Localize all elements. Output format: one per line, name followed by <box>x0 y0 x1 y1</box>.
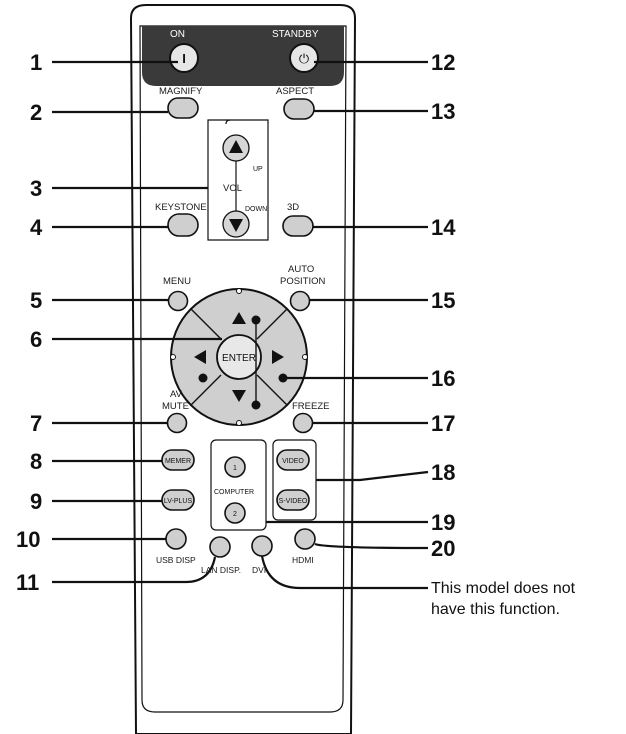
dpad-down-arrow-icon[interactable] <box>232 390 246 402</box>
enter-button[interactable] <box>216 334 262 380</box>
freeze-label: FREEZE <box>292 401 329 412</box>
volume-up-button[interactable] <box>222 134 250 162</box>
callout-20: 20 <box>431 536 455 561</box>
callout-16: 16 <box>431 366 455 391</box>
s-video-label: S-VIDEO <box>279 498 308 505</box>
vol-arc <box>225 119 231 125</box>
menu-label: MENU <box>163 276 191 287</box>
vol-label: VOL <box>223 183 242 194</box>
dpad-dot-left <box>198 373 208 383</box>
position-label: POSITION <box>280 276 326 287</box>
lan-disp-label: LAN DISP. <box>201 565 241 575</box>
top-band <box>142 26 344 86</box>
auto-label: AUTO <box>288 264 314 275</box>
volume-bracket <box>207 119 269 241</box>
computer-1-label: 1 <box>233 465 237 472</box>
dvi-label: DVI <box>252 565 266 575</box>
aspect-button[interactable] <box>283 98 315 120</box>
computer-2-label: 2 <box>233 511 237 518</box>
callout-17: 17 <box>431 411 455 436</box>
on-symbol: I <box>182 51 186 66</box>
hdmi-button[interactable] <box>294 528 316 550</box>
callout-12: 12 <box>431 50 455 75</box>
keystone-label: KEYSTONE <box>155 202 207 213</box>
standby-label: STANDBY <box>272 29 319 40</box>
three-d-label: 3D <box>287 202 299 213</box>
usb-disp-button[interactable] <box>165 528 187 550</box>
callout-lines <box>52 60 429 590</box>
s-video-button[interactable] <box>276 489 310 511</box>
on-button[interactable]: I <box>169 43 199 73</box>
lan-disp-button[interactable] <box>209 536 231 558</box>
callout-14: 14 <box>431 215 456 240</box>
callout-11: 11 <box>16 570 39 595</box>
hdmi-label: HDMI <box>292 555 314 565</box>
up-label: UP <box>253 166 263 173</box>
power-icon: ⏻ <box>299 52 309 67</box>
three-d-button[interactable] <box>282 215 314 237</box>
callout-15: 15 <box>431 288 455 313</box>
callout-18: 18 <box>431 460 455 485</box>
directional-pad: ENTER <box>170 288 308 426</box>
computer-2-button[interactable] <box>224 502 246 524</box>
dpad-up-arrow-icon[interactable] <box>232 312 246 324</box>
callout-7: 7 <box>30 411 42 436</box>
dpad-left-arrow-icon[interactable] <box>194 350 206 364</box>
lv-plus-label: LV-PLUS <box>164 498 193 505</box>
down-arrow-icon <box>229 219 243 232</box>
volume-down-button[interactable] <box>222 210 250 238</box>
callout-3: 3 <box>30 176 42 201</box>
computer-group-frame <box>210 439 267 531</box>
callout-6: 6 <box>30 327 42 352</box>
note-line-2: have this function. <box>431 601 560 618</box>
standby-button[interactable]: ⏻ <box>289 43 319 73</box>
callout-2: 2 <box>30 100 42 125</box>
callout-8: 8 <box>30 449 42 474</box>
enter-label: ENTER <box>222 353 256 364</box>
memory-label: MEMER <box>165 458 191 465</box>
mute-label: MUTE <box>162 401 189 412</box>
av-label: AV <box>170 389 183 400</box>
magnify-button[interactable] <box>167 97 199 119</box>
computer-1-button[interactable] <box>224 456 246 478</box>
up-arrow-icon <box>229 140 243 153</box>
av-mute-button[interactable] <box>166 412 188 434</box>
computer-label: COMPUTER <box>214 489 254 496</box>
dvi-button[interactable] <box>251 535 273 557</box>
auto-position-button[interactable] <box>289 290 311 312</box>
note-line-1: This model does not <box>431 580 576 597</box>
down-label: DOWN <box>245 206 267 213</box>
callout-10: 10 <box>16 527 40 552</box>
aspect-label: ASPECT <box>276 86 314 97</box>
callout-5: 5 <box>30 288 42 313</box>
freeze-button[interactable] <box>292 412 314 434</box>
video-button[interactable] <box>276 449 310 471</box>
callout-9: 9 <box>30 489 42 514</box>
video-label: VIDEO <box>282 458 304 465</box>
callout-1: 1 <box>30 50 42 75</box>
magnify-label: MAGNIFY <box>159 86 203 97</box>
usb-disp-label: USB DISP <box>156 555 196 565</box>
callout-4: 4 <box>30 215 43 240</box>
menu-button[interactable] <box>167 290 189 312</box>
keystone-button[interactable] <box>167 213 199 237</box>
dpad-right-arrow-icon[interactable] <box>272 350 284 364</box>
callout-19: 19 <box>431 510 455 535</box>
callout-13: 13 <box>431 99 455 124</box>
on-label: ON <box>170 29 185 40</box>
